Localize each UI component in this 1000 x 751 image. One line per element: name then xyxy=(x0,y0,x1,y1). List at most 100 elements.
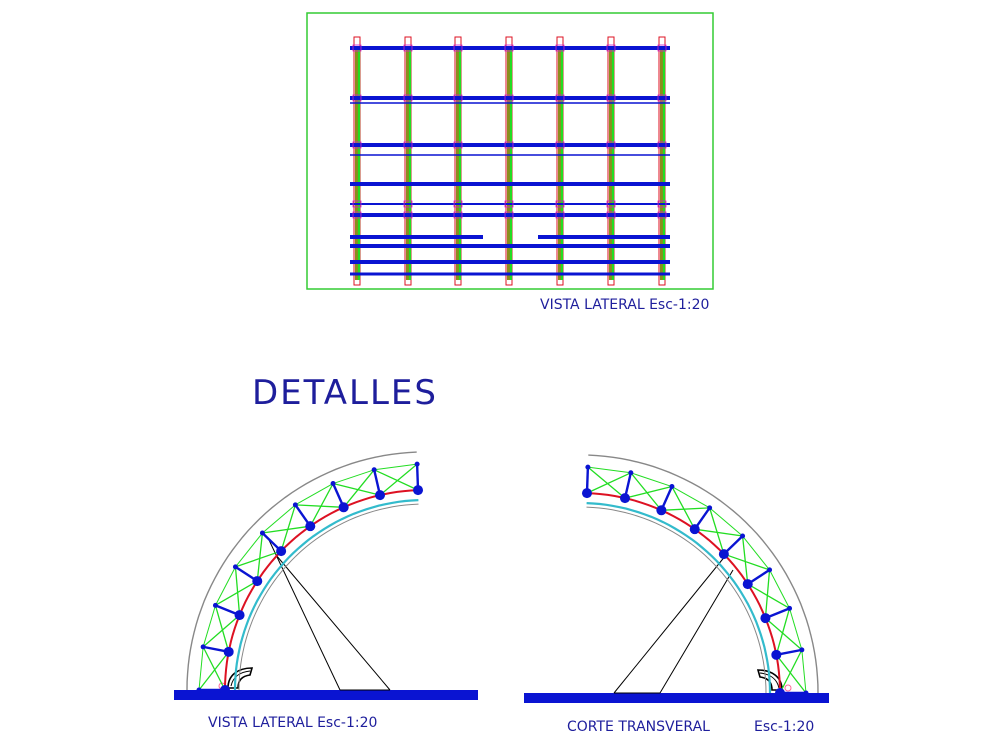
lattice-diagonal xyxy=(775,654,807,694)
truss-node xyxy=(581,488,592,499)
lattice-diagonal xyxy=(764,569,771,619)
connection-plate xyxy=(657,44,667,52)
connection-plate xyxy=(606,211,616,219)
truss-node-outer xyxy=(669,484,675,490)
truss-node-outer xyxy=(628,470,634,476)
lattice-diagonal xyxy=(587,466,626,499)
truss-node xyxy=(771,649,782,660)
arch-outer-line xyxy=(588,454,819,694)
post-core xyxy=(507,48,511,280)
connection-plate xyxy=(504,141,514,149)
lattice-chord xyxy=(709,507,743,537)
connection-plate xyxy=(403,211,413,219)
post-core xyxy=(609,48,613,280)
connection-plate xyxy=(453,211,463,219)
lattice-diagonal xyxy=(709,507,725,555)
lattice-diagonal xyxy=(379,463,418,496)
lattice-chord xyxy=(671,486,710,509)
lattice-chord xyxy=(198,646,204,691)
truss-node-outer xyxy=(200,644,206,650)
connection-plate xyxy=(403,141,413,149)
right-caption-scale: Esc-1:20 xyxy=(754,719,814,735)
connection-plate xyxy=(352,44,362,52)
horizontal-beams xyxy=(350,44,670,276)
drawing-frame xyxy=(306,12,714,290)
lattice-diagonal xyxy=(586,472,632,494)
lattice-diagonal xyxy=(309,483,334,527)
connection-plate xyxy=(555,211,565,219)
lattice-diagonal xyxy=(235,550,282,568)
truss-node-outer xyxy=(707,505,713,511)
lattice-diagonal xyxy=(661,507,710,511)
connection-plate xyxy=(504,211,514,219)
lattice-chord xyxy=(801,649,807,694)
post-core xyxy=(355,48,359,280)
lattice-diagonal xyxy=(332,482,381,496)
truss-node-outer xyxy=(259,530,265,536)
truss-node-outer xyxy=(330,481,336,487)
connection-plate xyxy=(606,200,616,208)
truss-node-outer xyxy=(212,602,218,608)
lattice-diagonal xyxy=(624,485,673,499)
left-caption: VISTA LATERAL Esc-1:20 xyxy=(208,715,377,731)
truss-node xyxy=(619,493,630,504)
truss-node-outer xyxy=(196,687,202,693)
truss-node xyxy=(375,490,386,501)
arch-inner-line xyxy=(586,506,767,694)
connection-plate xyxy=(504,44,514,52)
lattice-chord xyxy=(742,535,770,571)
connection-plate xyxy=(606,141,616,149)
connection-plate xyxy=(657,211,667,219)
truss-node xyxy=(718,549,729,560)
post-core xyxy=(406,48,410,280)
truss-node xyxy=(305,521,316,532)
lattice-diagonal xyxy=(215,580,258,606)
truss-node-outer xyxy=(787,605,793,611)
connection-plate xyxy=(606,44,616,52)
lattice-diagonal xyxy=(295,504,344,508)
lattice-diagonal xyxy=(343,469,375,508)
connection-plate xyxy=(453,141,463,149)
vertical-posts xyxy=(353,36,666,286)
lattice-chord xyxy=(332,469,375,485)
connection-plate xyxy=(453,94,463,102)
truss-node-outer xyxy=(803,690,809,696)
connection-plate xyxy=(606,94,616,102)
connection-plate xyxy=(352,211,362,219)
connection-plate xyxy=(403,200,413,208)
lattice-chord xyxy=(235,532,263,568)
lattice-chord xyxy=(587,466,631,474)
lattice-diagonal xyxy=(262,525,311,534)
right-base-slab xyxy=(524,693,829,703)
connection-plate xyxy=(504,200,514,208)
connection-plate xyxy=(504,94,514,102)
lattice-diagonal xyxy=(202,646,226,691)
lattice-chord xyxy=(295,483,334,506)
truss-node xyxy=(220,685,230,695)
connection-plate xyxy=(555,44,565,52)
lattice-diagonal xyxy=(775,608,791,656)
connection-plate xyxy=(453,200,463,208)
arch-inner-line xyxy=(238,503,419,691)
lattice-diagonal xyxy=(198,651,230,691)
truss-node-outer xyxy=(740,533,746,539)
connection-plate xyxy=(352,141,362,149)
left-support-struts xyxy=(268,539,391,691)
post-core xyxy=(558,48,562,280)
truss-node xyxy=(276,546,287,557)
truss-node-outer xyxy=(799,647,805,653)
connection-plate xyxy=(555,200,565,208)
truss-node xyxy=(413,485,424,496)
lattice-diagonal xyxy=(214,605,230,653)
left-base-slab xyxy=(174,690,478,700)
truss-node-outer xyxy=(767,567,773,573)
post-core xyxy=(456,48,460,280)
top-caption: VISTA LATERAL Esc-1:20 xyxy=(540,297,709,313)
truss-node-outer xyxy=(585,464,591,470)
arch-red-chord xyxy=(224,489,419,691)
lattice-diagonal xyxy=(234,566,241,616)
lattice-diagonal xyxy=(373,469,419,491)
truss-node-outer xyxy=(232,564,238,570)
arch-outer-line xyxy=(186,451,417,691)
